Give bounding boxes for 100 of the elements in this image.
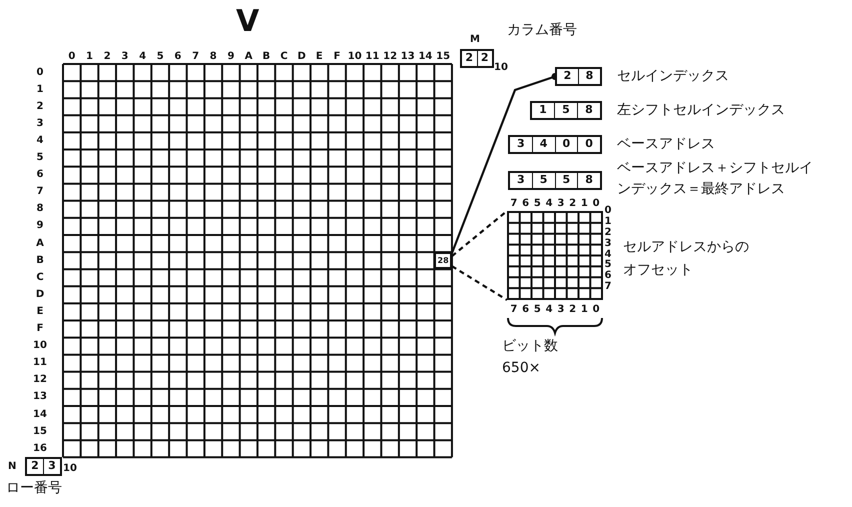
row-number: 5: [36, 152, 44, 164]
digit: 3: [516, 173, 526, 188]
bit-number: 6: [521, 198, 530, 210]
subscript: 10: [63, 463, 77, 475]
row-number: 16: [32, 442, 48, 455]
bit-number: 6: [521, 304, 530, 316]
digit-box: [508, 135, 602, 154]
index-letter: M: [470, 34, 480, 46]
row-number: D: [34, 288, 46, 301]
node-label: ベースアドレス: [617, 135, 715, 154]
column-number: 7: [191, 51, 200, 63]
digit: 8: [578, 69, 600, 84]
digit: 3: [516, 137, 526, 152]
digit-box: [555, 67, 602, 86]
column-number: 4: [138, 51, 148, 63]
column-number: 1: [85, 51, 94, 63]
row-number: 11: [32, 357, 48, 370]
column-number: 15: [435, 51, 452, 63]
column-number: 9: [226, 51, 236, 63]
row-number: F: [36, 323, 44, 335]
column-number: 2: [102, 51, 112, 63]
digit: 5: [554, 173, 578, 188]
digit-box: [460, 49, 494, 68]
row-number: 9: [36, 220, 44, 232]
digit: 2: [30, 459, 40, 474]
digit: 5: [554, 103, 577, 118]
row-number: 15: [32, 426, 48, 438]
digit: 2: [464, 51, 474, 66]
subscript: 10: [494, 62, 508, 74]
offset-number: 1: [604, 216, 612, 228]
caption: 650×: [502, 359, 540, 378]
index-letter: N: [8, 461, 16, 473]
bit-number: 2: [568, 304, 578, 316]
offset-number: 3: [604, 238, 612, 250]
caption: ビット数: [502, 337, 558, 356]
row-number: C: [35, 272, 45, 284]
column-number: F: [332, 51, 342, 63]
digit: 5: [532, 173, 554, 188]
dashed-line: [451, 210, 508, 257]
bit-number: 1: [580, 304, 589, 316]
node-label: セルインデックス: [617, 67, 729, 86]
row-number: 0: [36, 66, 44, 78]
column-number: 11: [364, 51, 380, 63]
bit-number: 1: [580, 198, 589, 210]
column-number: 10: [346, 51, 363, 63]
digit-box: [508, 171, 602, 190]
column-number: 12: [382, 51, 398, 63]
node-label: ベースアドレス＋シフトセルインデックス＝最終アドレス: [617, 159, 814, 199]
bit-number: 4: [544, 304, 554, 316]
offset-number: 4: [604, 248, 612, 260]
column-number: A: [244, 51, 254, 63]
column-number: 0: [67, 51, 76, 63]
grid-cell: 28: [434, 252, 452, 270]
column-number: 6: [173, 51, 182, 63]
digit: 0: [554, 137, 578, 152]
offset-number: 6: [604, 270, 612, 282]
axis-title: カラム番号: [507, 21, 577, 40]
row-number: E: [36, 306, 44, 318]
axis-title: ロー番号: [6, 479, 62, 498]
column-number: D: [296, 51, 307, 63]
row-number: 2: [36, 100, 44, 113]
digit-box: [25, 457, 62, 476]
digit: 1: [538, 103, 548, 118]
column-number: 3: [120, 51, 130, 63]
dashed-line: [451, 265, 508, 301]
bit-number: 4: [544, 198, 554, 210]
node-label: 左シフトセルインデックス: [617, 101, 785, 120]
row-number: 6: [36, 169, 44, 182]
column-number: 14: [417, 51, 434, 63]
column-number: C: [279, 51, 289, 63]
bit-number: 0: [592, 198, 601, 210]
bit-number: 3: [556, 304, 566, 316]
offset-number: 2: [604, 226, 612, 238]
row-number: 7: [36, 186, 44, 198]
row-number: 3: [36, 118, 44, 130]
bit-number: 5: [532, 304, 542, 316]
bit-number: 7: [509, 304, 518, 316]
row-number: 13: [32, 391, 48, 404]
row-number: 10: [32, 340, 48, 352]
digit-box: [530, 101, 602, 120]
digit: 2: [476, 51, 492, 66]
bit-number: 7: [509, 198, 518, 210]
row-number: B: [35, 254, 45, 267]
digit: 8: [577, 173, 600, 188]
offset-number: 0: [604, 205, 612, 216]
digit: 0: [577, 137, 600, 152]
row-number: 1: [36, 84, 44, 96]
digit: 2: [562, 69, 572, 84]
row-number: 12: [32, 374, 48, 386]
offset-number: 5: [604, 259, 612, 270]
column-number: 8: [208, 51, 218, 63]
row-number: A: [35, 238, 45, 250]
column-number: 5: [156, 51, 165, 63]
column-number: B: [261, 51, 272, 63]
digit: 3: [43, 459, 60, 474]
bit-number: 3: [556, 198, 566, 210]
bit-number: 5: [532, 198, 542, 210]
column-number: 13: [400, 51, 416, 63]
offset-number: 7: [604, 281, 612, 294]
title: V: [236, 4, 260, 39]
